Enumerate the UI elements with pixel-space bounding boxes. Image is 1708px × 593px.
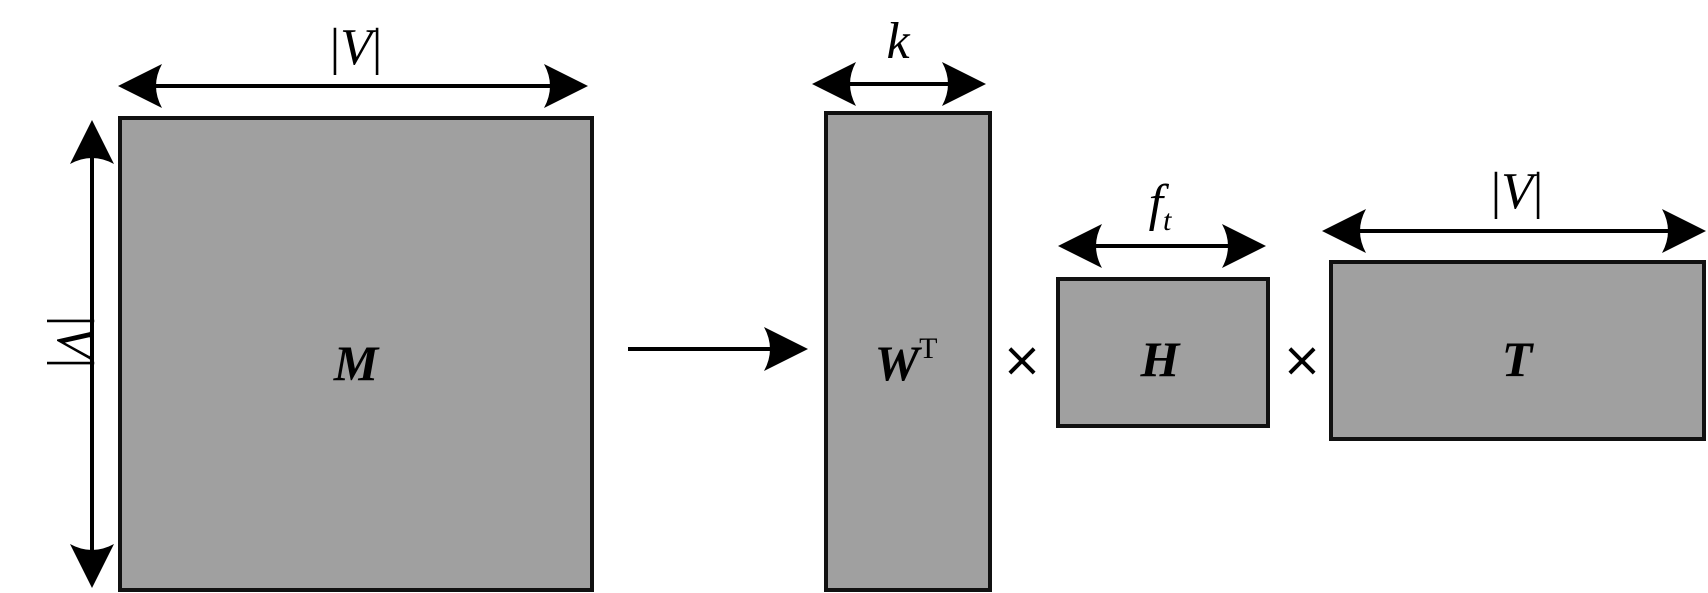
multiply-operator: × [1282, 332, 1322, 388]
matrix-w-label: WT [875, 332, 938, 391]
arrowhead-right [1222, 224, 1266, 268]
matrix-w-transpose [824, 111, 992, 592]
matrix-h-label: H [1140, 331, 1182, 387]
matrix-m [118, 116, 594, 592]
matrix-t-label: T [1502, 331, 1535, 387]
m-height-dimension [70, 120, 114, 588]
t-width-dimension [1322, 209, 1706, 253]
arrowhead-right [942, 62, 986, 106]
arrowhead-left [1058, 224, 1102, 268]
multiply-operator: × [1002, 332, 1042, 388]
arrowhead-left [812, 62, 856, 106]
arrowhead-up [70, 120, 114, 164]
w-width-dimension [812, 62, 986, 106]
t-width-label: |V| [1491, 163, 1544, 220]
arrowhead-right [1662, 209, 1706, 253]
arrowhead-right [764, 327, 808, 371]
matrix-t [1329, 260, 1706, 441]
arrowhead-left [118, 64, 162, 108]
arrowhead-right [544, 64, 588, 108]
matrix-h [1056, 277, 1270, 428]
m-height-label: |V| [46, 316, 103, 369]
w-width-label: k [886, 13, 910, 70]
m-width-label: |V| [330, 19, 383, 76]
arrowhead-left [1322, 209, 1366, 253]
matrix-m-label: M [333, 335, 380, 391]
h-width-label: ft [1149, 175, 1172, 237]
m-width-dimension [118, 64, 588, 108]
arrowhead-down [70, 544, 114, 588]
transform-arrow [628, 327, 808, 371]
h-width-dimension [1058, 224, 1266, 268]
